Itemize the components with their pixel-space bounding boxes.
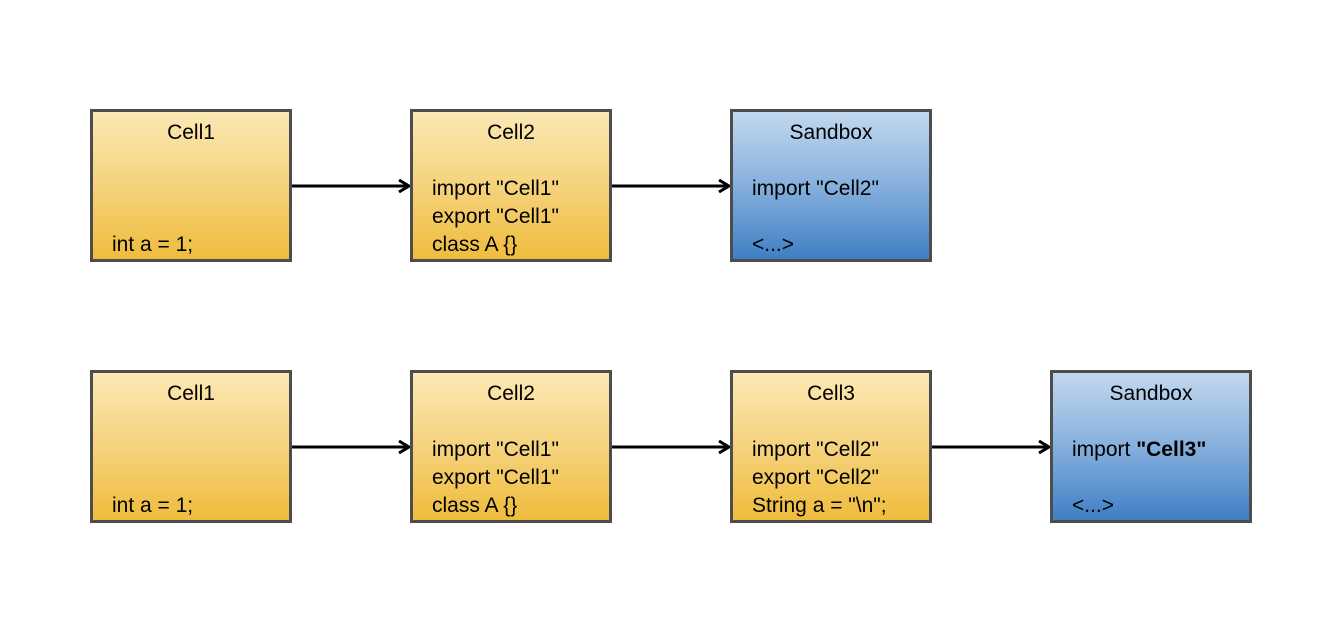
row1-sandbox-line1: import "Cell2": [752, 177, 879, 200]
row2-sandbox-box: Sandbox import "Cell3" <...>: [1050, 370, 1252, 523]
row2-cell3-box: Cell3 import "Cell2" export "Cell2" Stri…: [730, 370, 932, 523]
row2-cell3-line3: String a = "\n";: [752, 494, 887, 517]
row2-sandbox-line1: import "Cell3": [1072, 436, 1206, 464]
row1-cell2-line2: export "Cell1": [432, 205, 559, 228]
row2-cell2-line1: import "Cell1": [432, 438, 559, 461]
row2-sandbox-line1-bold: "Cell3": [1136, 438, 1207, 461]
row1-sandbox-line3: <...>: [752, 233, 795, 256]
row2-cell2-title: Cell2: [487, 382, 535, 405]
row2-cell3-title: Cell3: [807, 382, 855, 405]
row1-cell1-line3: int a = 1;: [112, 233, 194, 256]
row1-cell2-box: Cell2 import "Cell1" export "Cell1" clas…: [410, 109, 612, 262]
row1-sandbox-box: Sandbox import "Cell2" <...>: [730, 109, 932, 262]
row2-cell3-line2: export "Cell2": [752, 466, 879, 489]
row1-cell2-line3: class A {}: [432, 233, 518, 256]
row1-cell1-box: Cell1 int a = 1;: [90, 109, 292, 262]
row2-sandbox-line3: <...>: [1072, 494, 1115, 517]
row2-cell2-box: Cell2 import "Cell1" export "Cell1" clas…: [410, 370, 612, 523]
row2-sandbox-title: Sandbox: [1109, 382, 1193, 405]
row2-cell3-line1: import "Cell2": [752, 438, 879, 461]
row2-cell1-title: Cell1: [167, 382, 215, 405]
row1-cell1-title: Cell1: [167, 121, 215, 144]
row1-cell2-line1: import "Cell1": [432, 177, 559, 200]
row2-cell1-box: Cell1 int a = 1;: [90, 370, 292, 523]
row1-sandbox-title: Sandbox: [789, 121, 873, 144]
row2-cell1-line3: int a = 1;: [112, 494, 194, 517]
row2-sandbox-line1-prefix: import: [1072, 438, 1137, 461]
row1-cell2-title: Cell2: [487, 121, 535, 144]
row2-cell2-line3: class A {}: [432, 494, 518, 517]
row2-cell2-line2: export "Cell1": [432, 466, 559, 489]
